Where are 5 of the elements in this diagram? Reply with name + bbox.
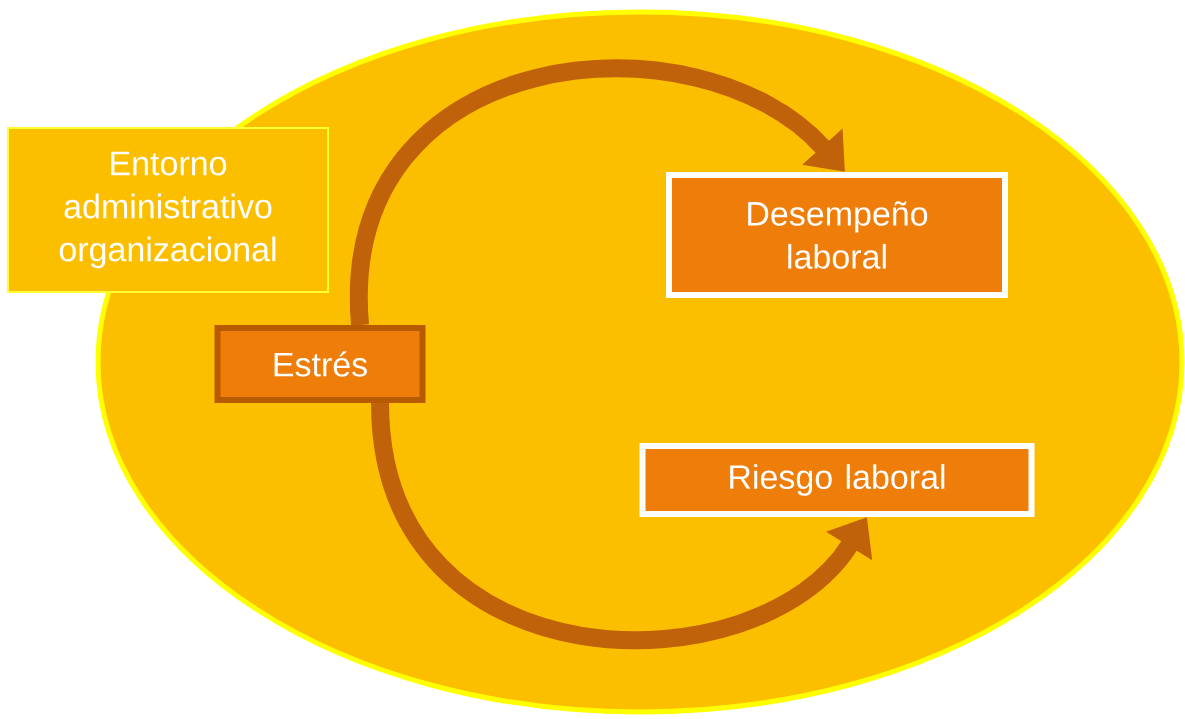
text-box: Entorno administrativo organizacional xyxy=(7,127,329,293)
process-box: Desempeño laboral xyxy=(666,172,1008,298)
process-box: Estrés xyxy=(214,325,426,403)
process-box: Riesgo laboral xyxy=(639,443,1035,517)
curved-arrow xyxy=(351,60,845,326)
